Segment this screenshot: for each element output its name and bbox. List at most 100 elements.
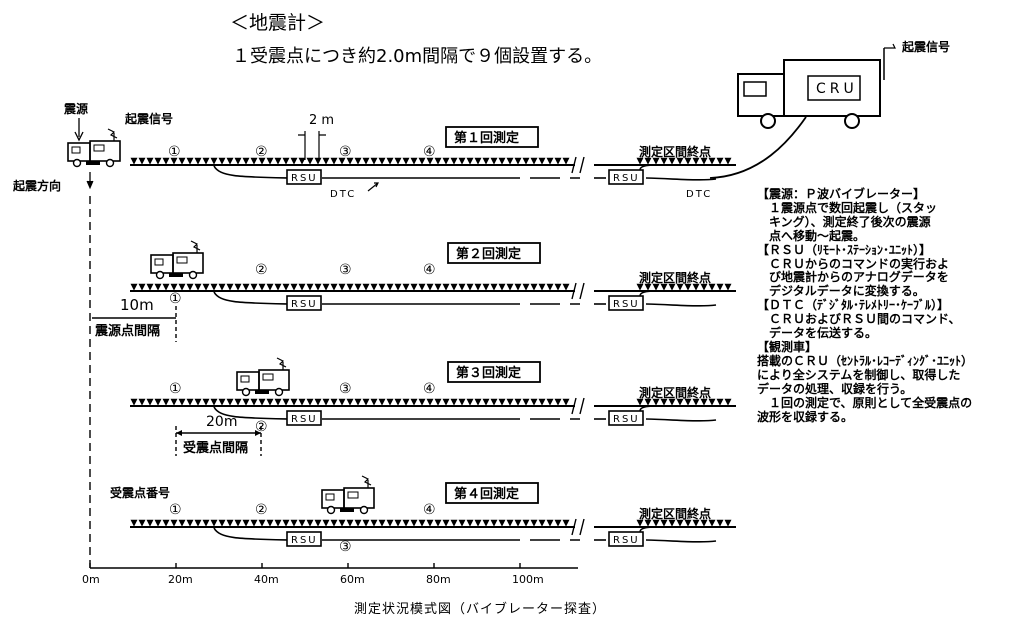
geophone (434, 157, 442, 165)
geophone (146, 157, 154, 165)
geophone (450, 157, 458, 165)
run-label-box: 第１回測定 (445, 126, 539, 148)
geophone (162, 519, 170, 527)
geophone (708, 398, 716, 406)
geophone (434, 519, 442, 527)
note-line: び地震計からのアナログデータを (757, 270, 949, 285)
geophone (138, 283, 146, 291)
vibrator-truck (150, 240, 204, 280)
geophone (250, 519, 258, 527)
geophone (466, 519, 474, 527)
geophone (506, 157, 514, 165)
geophone (178, 398, 186, 406)
rsu-box: RSU (286, 410, 322, 426)
geophone (668, 157, 676, 165)
geophone (668, 519, 676, 527)
geophone (282, 398, 290, 406)
end-point-label: 測定区間終点 (639, 506, 711, 521)
geophone (226, 398, 234, 406)
geophone (194, 519, 202, 527)
geophone (506, 398, 514, 406)
geophone (186, 398, 194, 406)
geophone (490, 398, 498, 406)
geophone (514, 283, 522, 291)
geophone (354, 283, 362, 291)
rsu-label: RSU (613, 535, 640, 546)
geophone (346, 283, 354, 291)
geophone (266, 157, 274, 165)
geophone (538, 157, 546, 165)
geophone (130, 519, 138, 527)
geophone (250, 157, 258, 165)
geophone (458, 157, 466, 165)
geophone (474, 519, 482, 527)
geophone (370, 398, 378, 406)
geophone (562, 398, 570, 406)
station-number: ④ (423, 262, 436, 278)
geophone (386, 519, 394, 527)
geophone (378, 519, 386, 527)
geophone (282, 157, 290, 165)
geophone (652, 398, 660, 406)
geophone (530, 157, 538, 165)
geophone (274, 283, 282, 291)
geophone (362, 519, 370, 527)
geophone (138, 398, 146, 406)
geophone (178, 519, 186, 527)
note-line: 波形を収録する。 (757, 409, 854, 424)
geophone (562, 157, 570, 165)
geophone (724, 519, 732, 527)
geophone (684, 398, 692, 406)
geophone (154, 519, 162, 527)
geophone (394, 283, 402, 291)
geophone (724, 283, 732, 291)
station-number: ① (169, 291, 182, 307)
end-point-label: 測定区間終点 (639, 385, 711, 400)
station-number: ③ (339, 262, 352, 278)
end-point-label: 測定区間終点 (639, 270, 711, 285)
receiver-interval-value: 20m (206, 414, 237, 430)
observation-truck: CRU (737, 43, 896, 129)
geophone (178, 157, 186, 165)
geophone (554, 157, 562, 165)
run-row: RSURSU第３回測定測定区間終点①②③④ (130, 357, 736, 435)
geophone (506, 283, 514, 291)
geophone (498, 283, 506, 291)
geophone (354, 519, 362, 527)
geophone (338, 519, 346, 527)
geophone (362, 157, 370, 165)
geophone (458, 398, 466, 406)
geophone (442, 283, 450, 291)
geophone (234, 283, 242, 291)
geophone (250, 283, 258, 291)
note-line: 【震源：Ｐ波バイブレーター】 (757, 187, 926, 201)
geophone (210, 519, 218, 527)
geophone (202, 398, 210, 406)
geophone (370, 157, 378, 165)
geophone (242, 519, 250, 527)
geophone (386, 157, 394, 165)
geophone (506, 519, 514, 527)
geophone (306, 519, 314, 527)
geophone (290, 398, 298, 406)
geophone (668, 283, 676, 291)
geophone (530, 519, 538, 527)
run-label-box: 第４回測定 (445, 482, 539, 504)
geophone (290, 157, 298, 165)
geophone (410, 283, 418, 291)
geophone (692, 157, 700, 165)
run-label: 第２回測定 (456, 246, 521, 262)
geophone (330, 398, 338, 406)
geophone (338, 157, 346, 165)
note-line: 点へ移動～起震。 (757, 228, 866, 243)
geophone (450, 398, 458, 406)
geophone (684, 519, 692, 527)
geophone (330, 157, 338, 165)
vibrator-truck (67, 128, 121, 168)
geophone (498, 157, 506, 165)
geophone (676, 519, 684, 527)
geophone (378, 283, 386, 291)
geophone (218, 519, 226, 527)
geophone (466, 157, 474, 165)
